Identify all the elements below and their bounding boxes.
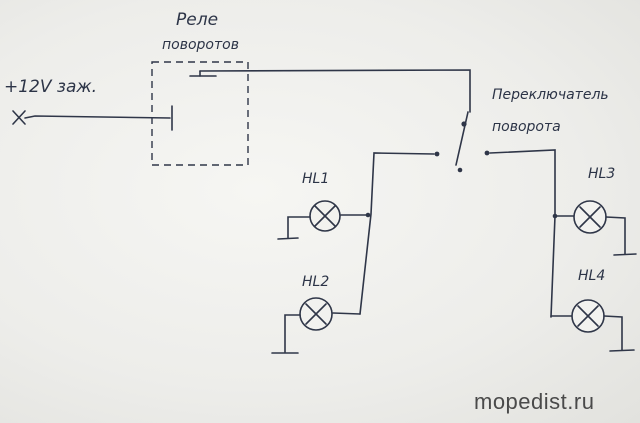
hl3-label: HL3 [588, 166, 615, 182]
supply-label: +12V заж. [4, 77, 97, 97]
switch-label-line1: Переключатель [492, 87, 609, 103]
hl2-label: HL2 [302, 274, 329, 290]
switch-label-line2: поворота [492, 119, 561, 135]
supply-terminal-icon [12, 110, 26, 125]
hl4-ground [609, 349, 635, 352]
switch-left-contact [434, 151, 440, 157]
relay-box [151, 61, 249, 166]
hl3-ground [613, 253, 637, 256]
left-lamp-bus [359, 152, 435, 315]
relay-label-line2: поворотов [162, 37, 239, 53]
switch-right-contact [484, 150, 490, 156]
switch-lever [455, 111, 469, 166]
watermark: mopedist.ru [474, 389, 594, 414]
hl4-label: HL4 [578, 268, 605, 284]
relay-label-line1: Реле [176, 10, 218, 30]
right-lamp-bus [489, 149, 556, 318]
hl1-ground [277, 237, 299, 240]
hl1-label: HL1 [302, 171, 329, 187]
supply-wire [24, 115, 171, 119]
relay-to-switch-wire [199, 69, 471, 113]
